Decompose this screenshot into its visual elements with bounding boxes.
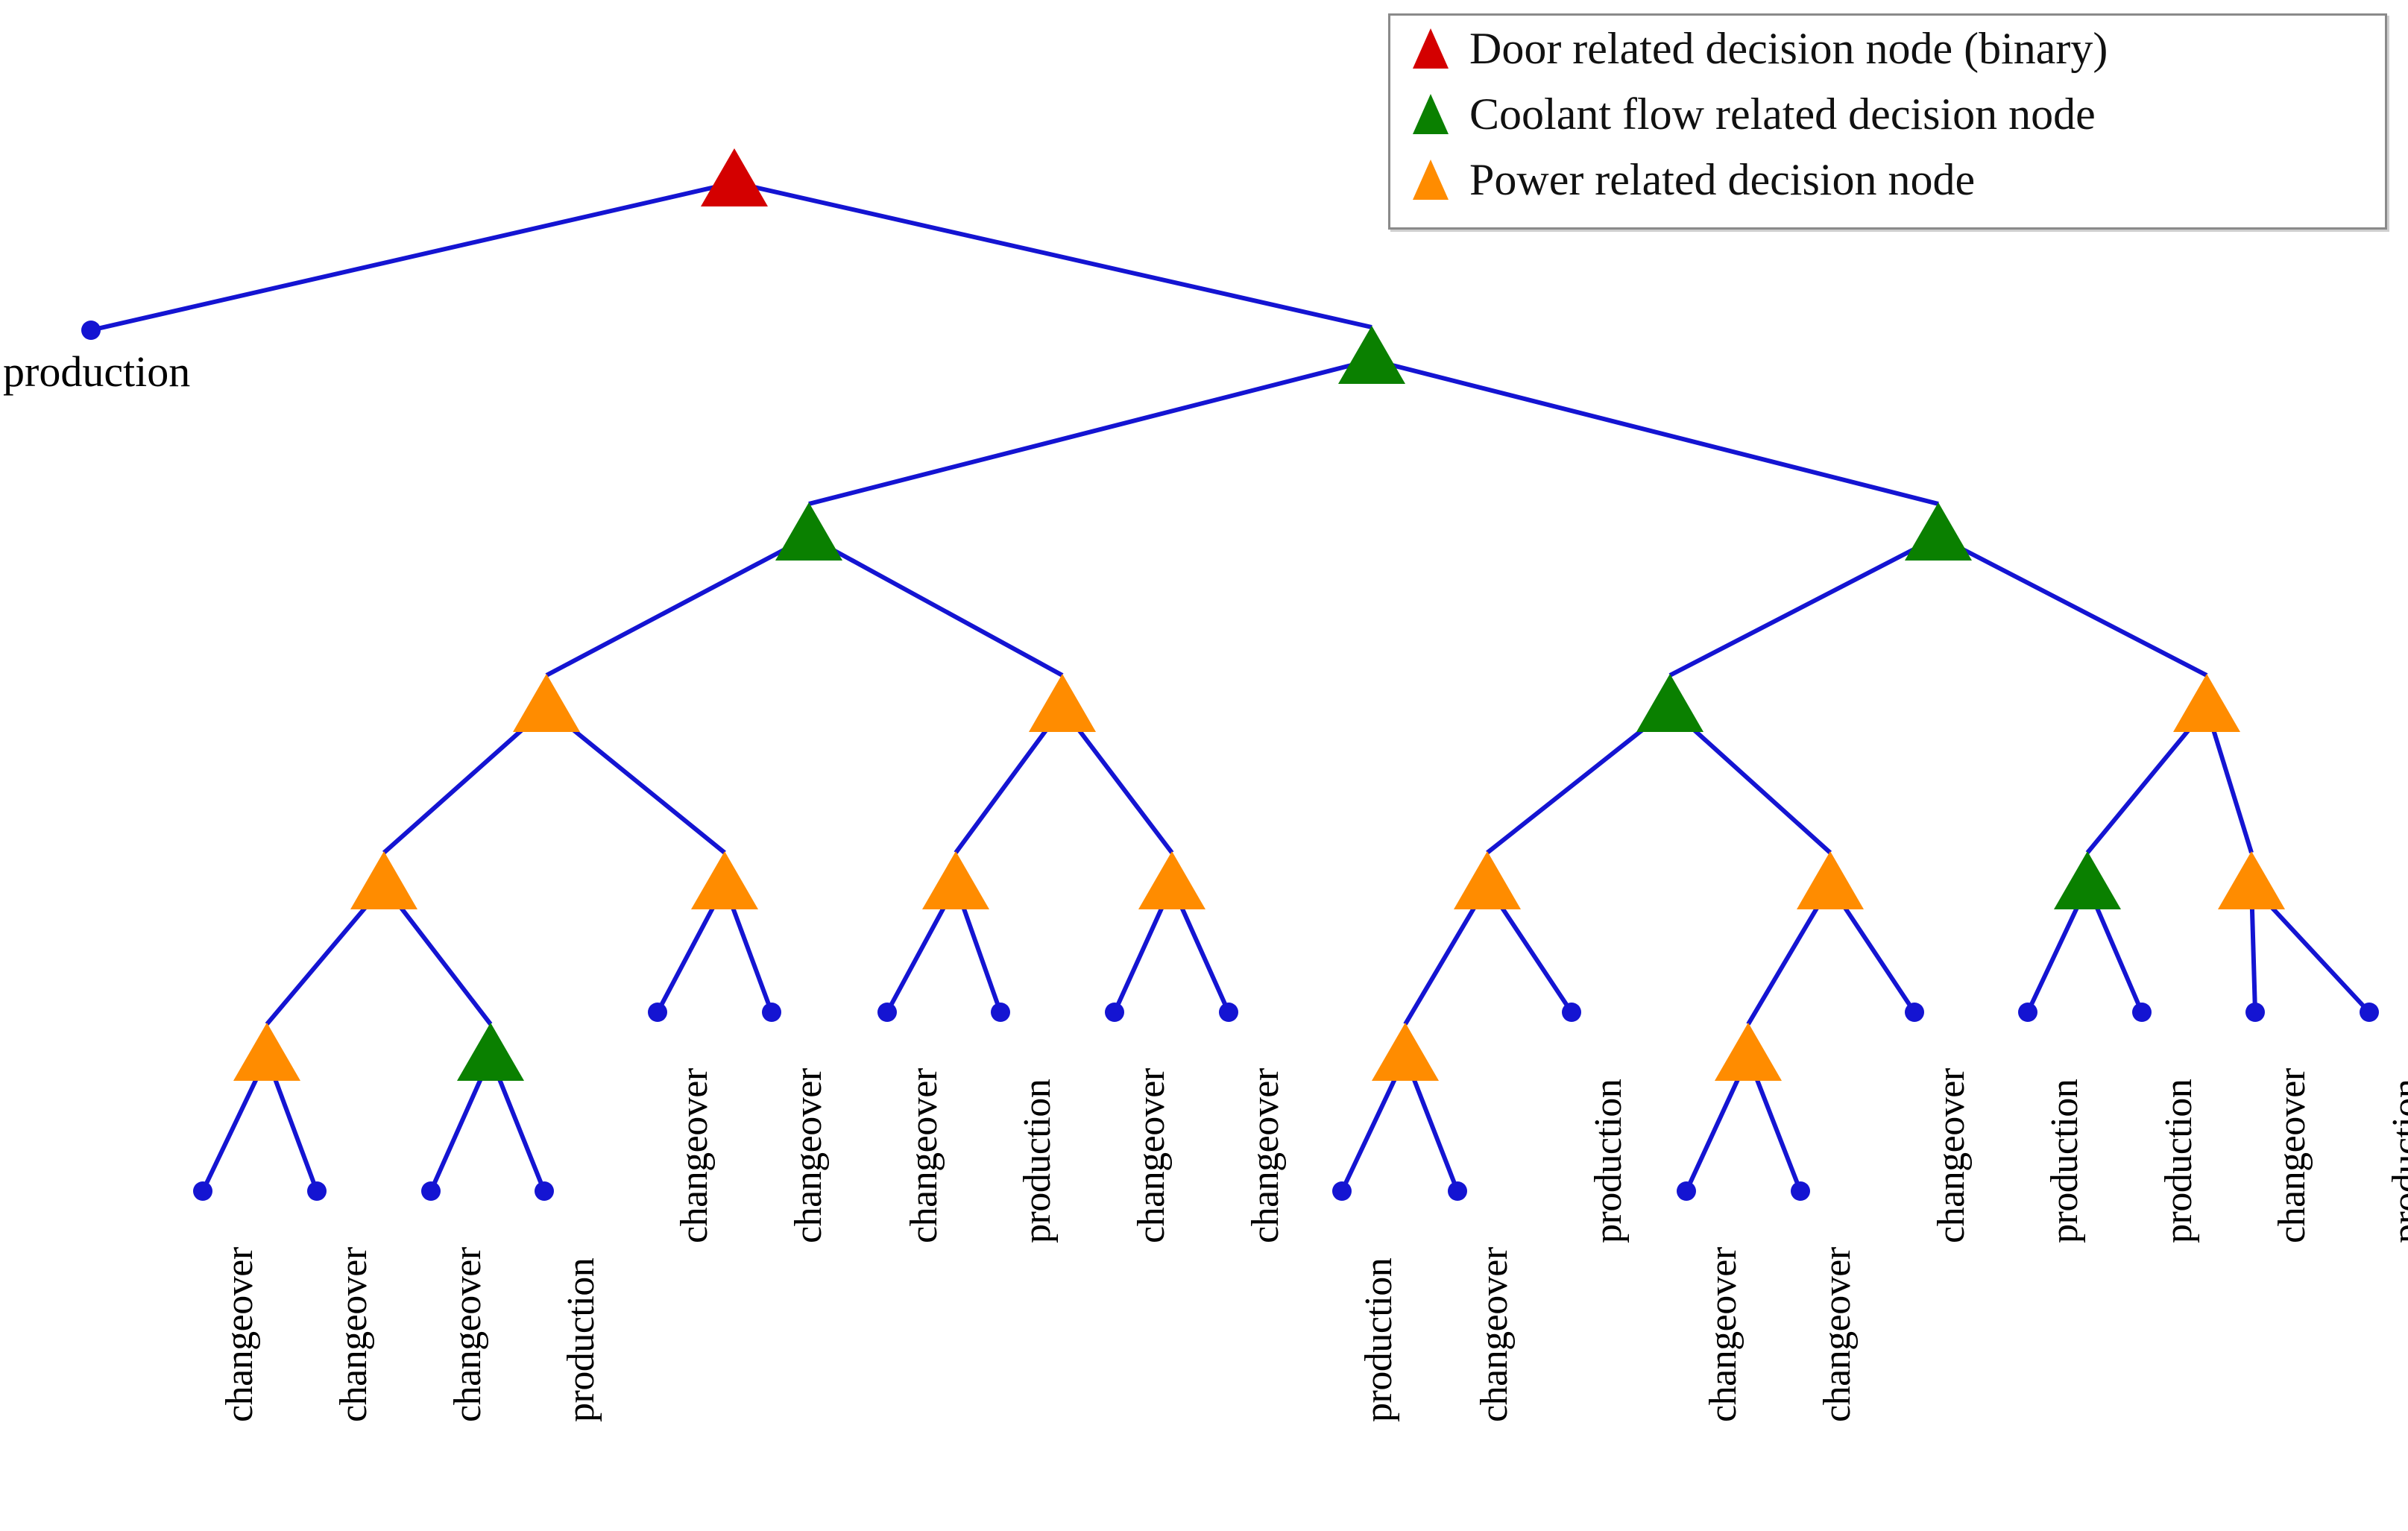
leaf-label: changeover	[1816, 1247, 1859, 1422]
power-decision-node	[2173, 674, 2240, 732]
power-decision-node	[691, 851, 758, 909]
leaf-node-dot	[1791, 1181, 1810, 1201]
leaf-label: changeover	[787, 1068, 830, 1243]
leaf-label: production	[560, 1257, 602, 1422]
leaf-node-dot	[2245, 1003, 2265, 1022]
tree-edge	[545, 534, 810, 678]
power-decision-node	[1372, 1023, 1439, 1081]
door-decision-node	[701, 148, 768, 206]
leaf-label: changeover	[673, 1068, 716, 1243]
leaf-label: changeover	[1130, 1068, 1173, 1243]
leaf-label: production	[1358, 1257, 1400, 1422]
leaf-label: changeover	[1702, 1247, 1744, 1422]
leaf-node-dot	[877, 1003, 897, 1022]
triangle-up-icon	[1413, 28, 1449, 69]
leaf-node-dot	[1677, 1181, 1696, 1201]
power-decision-node	[2218, 851, 2285, 909]
tree-edge	[1060, 707, 1174, 854]
leaf-label: changeover	[1930, 1068, 1973, 1243]
leaf-node-dot	[1448, 1181, 1467, 1201]
triangle-up-icon	[1413, 160, 1449, 200]
leaf-node-dot	[81, 321, 101, 340]
leaf-node-dot	[1905, 1003, 1924, 1022]
tree-edge	[808, 358, 1372, 506]
leaf-node-dot	[1562, 1003, 1581, 1022]
leaf-node-dot	[2132, 1003, 2152, 1022]
triangle-up-icon	[1413, 94, 1449, 134]
power-decision-node	[1454, 851, 1521, 909]
leaf-node-dot	[193, 1181, 212, 1201]
leaf-node-dot	[421, 1181, 441, 1201]
leaf-label: changeover	[2271, 1068, 2313, 1243]
leaf-label: production	[2043, 1079, 2086, 1243]
leaf-label: changeover	[1473, 1247, 1516, 1422]
leaf-label: changeover	[903, 1068, 945, 1243]
tree-edge	[1668, 706, 1832, 855]
leaf-label: changeover	[447, 1247, 489, 1422]
legend-label-door: Door related decision node (binary)	[1469, 24, 2108, 73]
power-decision-node	[1797, 851, 1864, 909]
power-decision-node	[922, 851, 989, 909]
tree-edge	[1668, 534, 1940, 678]
tree-edge	[90, 180, 735, 332]
leaf-node-dot	[535, 1181, 554, 1201]
legend-box: Door related decision node (binary) Cool…	[1388, 13, 2387, 230]
leaf-node-dot	[1105, 1003, 1124, 1022]
leaf-label: changeover	[332, 1247, 375, 1422]
tree-edges	[90, 180, 2371, 1193]
legend-item-coolant: Coolant flow related decision node	[1390, 81, 2385, 147]
power-decision-node	[233, 1023, 300, 1081]
leaf-node-dot	[1332, 1181, 1352, 1201]
leaf-label: production	[2385, 1079, 2408, 1243]
power-decision-node	[1715, 1023, 1782, 1081]
leaf-node-dot	[762, 1003, 781, 1022]
leaf-label: production	[2158, 1079, 2200, 1243]
tree-edge	[807, 534, 1064, 678]
tree-edge	[1371, 358, 1939, 506]
legend-item-door: Door related decision node (binary)	[1390, 16, 2385, 81]
tree-edge	[2085, 707, 2209, 854]
tree-edge	[2204, 707, 2254, 853]
leaf-label: changeover	[218, 1247, 261, 1422]
tree-nodes	[81, 148, 2379, 1201]
coolant-decision-node	[775, 502, 842, 561]
power-decision-node	[513, 674, 580, 732]
coolant-decision-node	[457, 1023, 524, 1081]
leaf-label: production	[3, 347, 191, 396]
power-decision-node	[1029, 674, 1096, 732]
leaf-label: changeover	[1244, 1068, 1287, 1243]
tree-edge	[954, 707, 1065, 854]
tree-edge	[545, 706, 726, 855]
leaf-node-dot	[648, 1003, 667, 1022]
legend-label-coolant: Coolant flow related decision node	[1469, 89, 2096, 139]
tree-edge	[1937, 534, 2208, 678]
legend-item-power: Power related decision node	[1390, 147, 2385, 212]
leaf-node-dot	[307, 1181, 327, 1201]
legend-label-power: Power related decision node	[1469, 155, 1976, 204]
coolant-decision-node	[1905, 502, 1972, 561]
tree-edge	[734, 180, 1372, 329]
coolant-decision-node	[1338, 326, 1405, 384]
power-decision-node	[1138, 851, 1205, 909]
leaf-node-dot	[2018, 1003, 2037, 1022]
coolant-decision-node	[2054, 851, 2121, 909]
leaf-node-dot	[2360, 1003, 2379, 1022]
leaf-label: production	[1016, 1079, 1059, 1243]
leaf-label: production	[1587, 1079, 1630, 1243]
leaf-node-dot	[1219, 1003, 1238, 1022]
coolant-decision-node	[1636, 674, 1703, 732]
tree-edge	[1486, 706, 1671, 855]
leaf-node-dot	[991, 1003, 1010, 1022]
tree-edge	[382, 706, 548, 855]
power-decision-node	[350, 851, 417, 909]
